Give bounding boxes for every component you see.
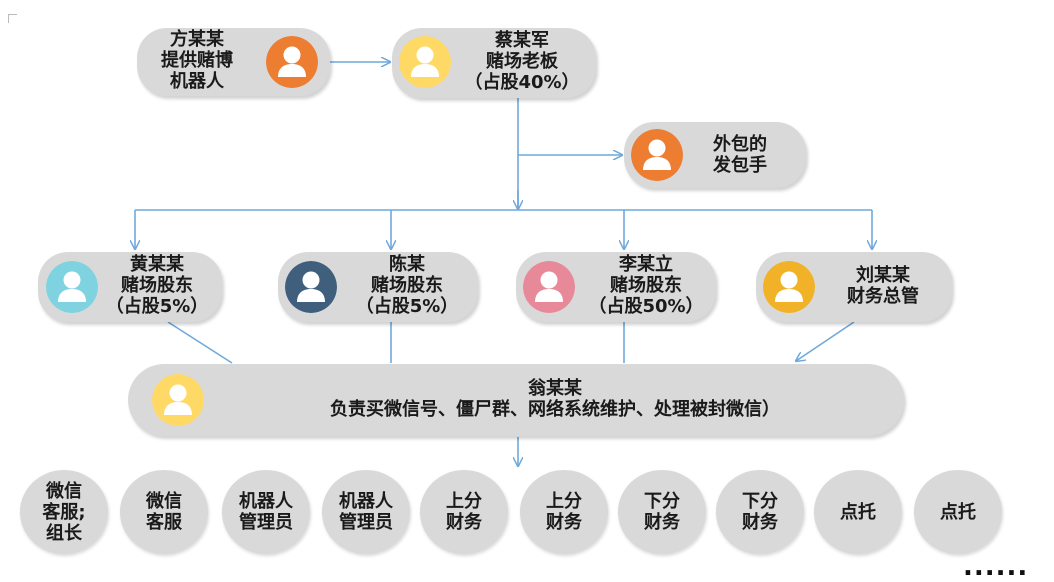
- person-icon: [46, 261, 98, 313]
- staff-role-circle: 下分 财务: [716, 470, 804, 554]
- node-huang-name: 黄某某: [130, 254, 184, 275]
- line-huang-to-weng: [167, 321, 233, 364]
- person-icon: [285, 261, 337, 313]
- node-chen-name: 陈某: [389, 254, 425, 275]
- node-cai-name: 蔡某军: [495, 30, 549, 51]
- staff-role-label: 下分 财务: [644, 491, 680, 533]
- staff-role-label: 点托: [940, 501, 976, 523]
- arrow-liu-to-weng: [796, 321, 855, 361]
- node-waibao-line1: 外包的: [713, 134, 767, 155]
- node-liu-label: 刘某某 财务总管: [828, 265, 938, 307]
- staff-role-label: 上分 财务: [446, 491, 482, 533]
- node-fang-label: 方某某 提供赌博 机器人: [140, 29, 254, 92]
- corner-mark: [8, 14, 17, 23]
- node-waibao-label: 外包的 发包手: [694, 134, 786, 176]
- staff-role-label: 微信 客服: [146, 491, 182, 533]
- staff-role-circle: 机器人 管理员: [222, 470, 310, 554]
- person-icon: [266, 36, 318, 88]
- node-liu-name: 刘某某: [856, 265, 910, 286]
- node-chen-share: （占股5%）: [355, 296, 459, 317]
- node-weng-duty: 负责买微信号、僵尸群、网络系统维护、处理被封微信）: [330, 399, 780, 420]
- node-li-role: 赌场股东: [610, 275, 682, 296]
- node-fang-role: 提供赌博: [161, 50, 233, 71]
- node-huang-role: 赌场股东: [121, 275, 193, 296]
- node-chen-label: 陈某 赌场股东 （占股5%）: [344, 254, 470, 317]
- node-cai-share: （占股40%）: [464, 72, 580, 93]
- staff-role-label: 微信 客服; 组长: [42, 480, 86, 544]
- person-icon: [152, 374, 204, 426]
- staff-role-circle: 点托: [914, 470, 1002, 554]
- ellipsis-more: ......: [963, 552, 1029, 582]
- node-li-label: 李某立 赌场股东 （占股50%）: [578, 254, 714, 317]
- staff-role-label: 机器人 管理员: [339, 491, 393, 533]
- node-huang-label: 黄某某 赌场股东 （占股5%）: [98, 254, 216, 317]
- staff-role-circle: 上分 财务: [520, 470, 608, 554]
- staff-role-label: 上分 财务: [546, 491, 582, 533]
- staff-role-circle: 微信 客服: [120, 470, 208, 554]
- node-cai-role: 赌场老板: [486, 51, 558, 72]
- person-icon: [523, 261, 575, 313]
- node-weng: [128, 364, 904, 436]
- staff-role-circle: 机器人 管理员: [322, 470, 410, 554]
- staff-role-label: 点托: [840, 501, 876, 523]
- staff-role-label: 下分 财务: [742, 491, 778, 533]
- person-icon: [631, 129, 683, 181]
- node-fang-name: 方某某: [170, 29, 224, 50]
- node-cai-label: 蔡某军 赌场老板 （占股40%）: [456, 30, 588, 93]
- node-fang-role2: 机器人: [170, 71, 224, 92]
- person-icon: [763, 261, 815, 313]
- staff-role-circle: 下分 财务: [618, 470, 706, 554]
- staff-role-circle: 微信 客服; 组长: [20, 470, 108, 554]
- staff-role-label: 机器人 管理员: [239, 491, 293, 533]
- person-icon: [399, 36, 451, 88]
- node-chen-role: 赌场股东: [371, 275, 443, 296]
- staff-role-circle: 点托: [814, 470, 902, 554]
- node-waibao-line2: 发包手: [713, 155, 767, 176]
- node-liu-role: 财务总管: [847, 286, 919, 307]
- staff-role-circle: 上分 财务: [420, 470, 508, 554]
- node-li-name: 李某立: [619, 254, 673, 275]
- node-huang-share: （占股5%）: [105, 296, 209, 317]
- node-li-share: （占股50%）: [588, 296, 704, 317]
- node-weng-label: 翁某某 负责买微信号、僵尸群、网络系统维护、处理被封微信）: [210, 378, 900, 420]
- node-weng-name: 翁某某: [528, 378, 582, 399]
